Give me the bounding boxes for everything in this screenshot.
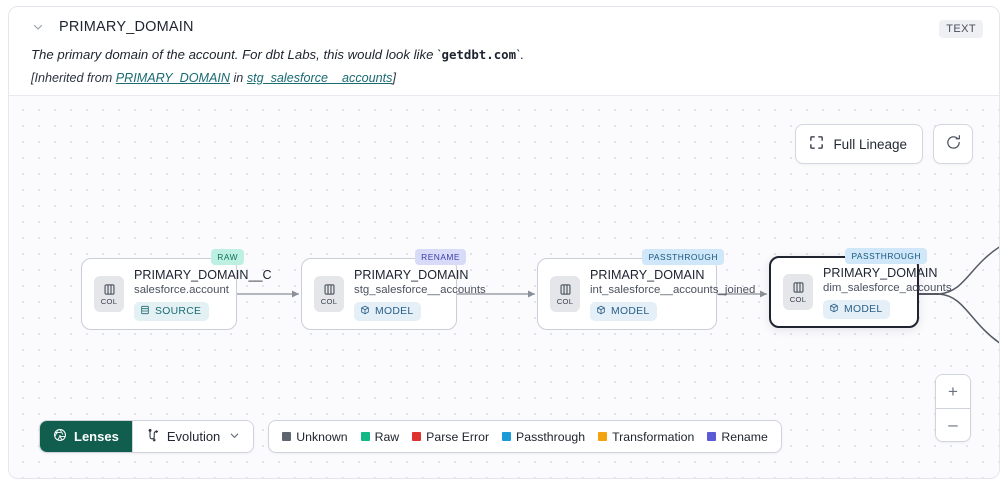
canvas-top-controls: Full Lineage <box>795 124 973 164</box>
column-chip-label: COL <box>556 296 574 306</box>
legend-swatch <box>412 432 422 441</box>
description-code: getdbt.com <box>441 47 517 62</box>
legend-label: Rename <box>721 429 768 444</box>
column-detail-card: PRIMARY_DOMAIN TEXT The primary domain o… <box>8 6 1000 479</box>
legend-item: Rename <box>707 429 768 444</box>
description-text-before: The primary domain of the account. For d… <box>31 47 442 62</box>
legend-swatch <box>282 432 292 441</box>
column-icon: COL <box>314 276 344 312</box>
column-icon: COL <box>783 274 813 310</box>
zoom-controls: + – <box>935 374 971 442</box>
lineage-node-1[interactable]: RAW COL PRIMARY_DOMAIN__C salesforce.acc… <box>81 249 272 330</box>
lineage-node-4-kind-label: MODEL <box>844 303 883 315</box>
lineage-node-1-subtitle: salesforce.account <box>134 283 229 296</box>
lineage-node-4-subtitle: dim_salesforce_accounts <box>823 281 952 294</box>
lineage-node-4[interactable]: PASSTHROUGH COL PRIMARY_DOMAIN dim_sales… <box>769 248 952 328</box>
lineage-node-3-subtitle: int_salesforce__accounts_joined <box>590 283 756 296</box>
legend-label: Transformation <box>612 429 695 444</box>
inherited-from-line: [Inherited from PRIMARY_DOMAIN in stg_sa… <box>31 71 983 85</box>
inherited-mid: in <box>230 70 247 85</box>
lineage-node-3-body: PRIMARY_DOMAIN int_salesforce__accounts_… <box>590 267 756 321</box>
aperture-icon <box>53 428 67 445</box>
lineage-node-2-title: PRIMARY_DOMAIN <box>354 267 469 282</box>
full-lineage-button[interactable]: Full Lineage <box>795 124 923 164</box>
evolution-icon <box>146 428 160 446</box>
lineage-node-3-title: PRIMARY_DOMAIN <box>590 267 705 282</box>
zoom-in-button[interactable]: + <box>936 375 970 408</box>
database-icon <box>140 305 150 318</box>
lineage-node-1-title: PRIMARY_DOMAIN__C <box>134 267 272 282</box>
lineage-edges <box>237 246 999 344</box>
chevron-down-icon <box>229 430 240 444</box>
full-lineage-label: Full Lineage <box>833 136 907 152</box>
lineage-node-1-tag: RAW <box>211 249 244 265</box>
lenses-label: Lenses <box>74 429 119 444</box>
evolution-button[interactable]: Evolution <box>131 421 254 452</box>
edge-4-branch-up <box>938 246 999 295</box>
lineage-node-2-body: PRIMARY_DOMAIN stg_salesforce__accounts … <box>354 267 486 321</box>
legend-label: Parse Error <box>426 429 490 444</box>
lineage-node-3-kind-badge: MODEL <box>590 301 658 321</box>
legend-label: Raw <box>374 429 400 444</box>
legend-item: Parse Error <box>412 430 489 444</box>
expand-icon <box>809 135 824 153</box>
column-description: The primary domain of the account. For d… <box>31 46 983 64</box>
zoom-out-button[interactable]: – <box>936 408 970 441</box>
legend-swatch <box>598 432 608 441</box>
refresh-button[interactable] <box>933 124 973 164</box>
page-title: PRIMARY_DOMAIN <box>59 19 194 35</box>
lineage-node-1-kind-badge: SOURCE <box>134 301 210 321</box>
cube-icon <box>596 305 606 318</box>
canvas-bottom-toolbar: Lenses Evolution <box>39 420 782 453</box>
legend-label: Passthrough <box>516 429 586 444</box>
lineage-node-2-subtitle: stg_salesforce__accounts <box>354 283 486 296</box>
lineage-legend: Unknown Raw Parse Error Passthrough <box>268 420 782 453</box>
chevron-down-icon[interactable] <box>31 20 45 34</box>
lineage-node-4-body: PRIMARY_DOMAIN dim_salesforce_accounts M… <box>823 265 952 319</box>
lineage-node-2-kind-badge: MODEL <box>354 301 422 321</box>
lineage-node-3[interactable]: PASSTHROUGH COL PRIMARY_DOMAIN int_sales… <box>537 249 756 330</box>
column-chip-label: COL <box>320 296 338 306</box>
column-chip-label: COL <box>789 294 807 304</box>
lineage-node-1-body: PRIMARY_DOMAIN__C salesforce.account SOU… <box>134 267 272 321</box>
lineage-node-4-tag: PASSTHROUGH <box>845 248 927 264</box>
type-badge: TEXT <box>939 20 983 38</box>
lineage-canvas[interactable]: Full Lineage RAW <box>9 95 999 478</box>
inherited-model-link[interactable]: stg_salesforce__accounts <box>246 70 393 85</box>
legend-swatch <box>707 432 717 441</box>
column-header: PRIMARY_DOMAIN TEXT The primary domain o… <box>9 7 999 95</box>
inherited-column-link[interactable]: PRIMARY_DOMAIN <box>115 70 230 85</box>
inherited-suffix: ] <box>392 70 396 85</box>
lineage-node-4-title: PRIMARY_DOMAIN <box>823 265 938 280</box>
refresh-icon <box>945 134 962 154</box>
legend-item: Passthrough <box>502 430 585 444</box>
inherited-prefix: [Inherited from <box>31 70 116 85</box>
lineage-node-3-tag: PASSTHROUGH <box>642 249 724 265</box>
lenses-button[interactable]: Lenses <box>40 421 132 452</box>
description-text-after: `. <box>516 47 525 62</box>
lineage-node-1-kind-label: SOURCE <box>155 305 202 317</box>
lineage-node-4-kind-badge: MODEL <box>823 299 891 319</box>
edge-4-branch-down <box>938 293 999 344</box>
lenses-evolution-segmented: Lenses Evolution <box>39 420 255 453</box>
lineage-node-2-kind-label: MODEL <box>375 305 414 317</box>
legend-swatch <box>360 432 370 441</box>
lineage-node-2-tag: RENAME <box>415 249 466 265</box>
column-chip-label: COL <box>100 296 118 306</box>
legend-item: Unknown <box>282 429 348 444</box>
cube-icon <box>829 303 839 316</box>
column-icon: COL <box>94 276 124 312</box>
lineage-node-3-kind-label: MODEL <box>611 305 650 317</box>
column-icon: COL <box>550 276 580 312</box>
cube-icon <box>360 305 370 318</box>
lineage-node-2[interactable]: RENAME COL PRIMARY_DOMAIN stg_salesforce… <box>301 249 486 330</box>
evolution-label: Evolution <box>166 429 221 444</box>
legend-swatch <box>502 432 512 441</box>
legend-item: Transformation <box>598 430 694 444</box>
legend-label: Unknown <box>296 429 348 444</box>
legend-item: Raw <box>360 429 400 444</box>
header-row: PRIMARY_DOMAIN <box>31 19 983 35</box>
